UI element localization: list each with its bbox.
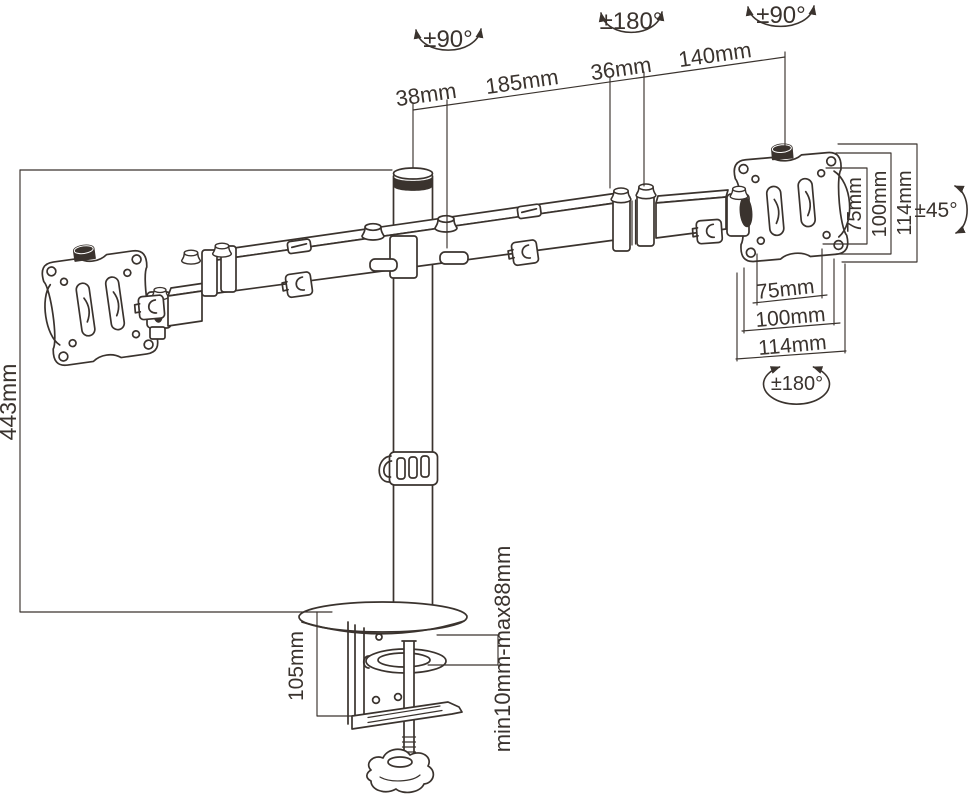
monitor-arm-beam	[133, 183, 753, 327]
left-vesa-knob	[72, 244, 96, 262]
right-vesa-plate	[733, 143, 851, 263]
right-elbow-joint	[610, 183, 657, 252]
pole-height-label: 443mm	[0, 364, 21, 441]
cable-clip	[280, 270, 314, 300]
tilt-arc	[954, 185, 968, 234]
vesa-swivel-arc	[745, 4, 817, 28]
clamp-lower-jaw	[351, 692, 463, 730]
screen-rotate-arc	[762, 366, 831, 405]
cable-clip-top	[516, 202, 543, 220]
vesa-horizontal-label-114mm: 114mm	[757, 331, 827, 360]
vesa-vertical-dimensions	[822, 143, 918, 263]
rotation-label-elbow-swivel: ±180°	[600, 8, 663, 35]
right-vesa-knob	[771, 143, 794, 161]
pole-clamp-bracket	[361, 214, 469, 279]
vesa-vertical-label-75mm: 75mm	[844, 177, 866, 233]
rotation-label-pole-swivel: ±90°	[423, 26, 472, 53]
dimension-lines	[19, 51, 918, 717]
cable-clip-top	[286, 237, 313, 255]
pole-height-dimension	[19, 169, 393, 613]
dim-label-36mm: 36mm	[589, 52, 653, 85]
rotation-label-screen-rotate: ±180°	[771, 373, 823, 395]
dim-label-185mm: 185mm	[484, 64, 560, 99]
cable-clip	[506, 238, 540, 268]
rotation-label-vesa-swivel: ±90°	[756, 2, 805, 29]
rotation-arcs	[413, 4, 968, 405]
dim-label-38mm: 38mm	[394, 78, 458, 111]
cable-clip	[691, 218, 724, 246]
clamp-base-plate	[298, 601, 468, 633]
dimension-labels: 38mm 185mm 36mm 140mm ±90° ±180° ±90° ±4…	[0, 2, 958, 752]
monitor-arm-drawing	[41, 143, 851, 794]
desk-thickness-label: min10mm-max88mm	[490, 546, 515, 753]
rotation-label-tilt: ±45°	[914, 199, 957, 222]
clamp-height-label: 105mm	[285, 631, 308, 701]
vesa-vertical-label-114mm: 114mm	[894, 170, 916, 235]
pole-swivel-arc	[413, 27, 484, 51]
pole-cap-band	[393, 176, 433, 191]
vesa-horizontal-label-75mm: 75mm	[755, 275, 815, 304]
right-vesa-hinge	[726, 185, 753, 237]
top-dimension-chain	[412, 51, 786, 249]
left-elbow-joint	[180, 242, 237, 297]
vesa-vertical-label-100mm: 100mm	[869, 171, 891, 238]
cable-collar	[378, 451, 439, 486]
desk-clamp	[298, 601, 468, 794]
clamp-back-plate	[347, 621, 365, 727]
dim-label-140mm: 140mm	[677, 37, 753, 72]
clamp-screw-rod	[401, 640, 417, 758]
clamp-height-dimension	[316, 611, 353, 717]
clamp-wing-knob	[366, 748, 435, 794]
elbow-swivel-arc	[598, 10, 665, 34]
vesa-horizontal-dimensions	[735, 248, 847, 362]
vesa-horizontal-label-100mm: 100mm	[755, 303, 827, 332]
desk-thickness-dimension	[427, 634, 499, 666]
